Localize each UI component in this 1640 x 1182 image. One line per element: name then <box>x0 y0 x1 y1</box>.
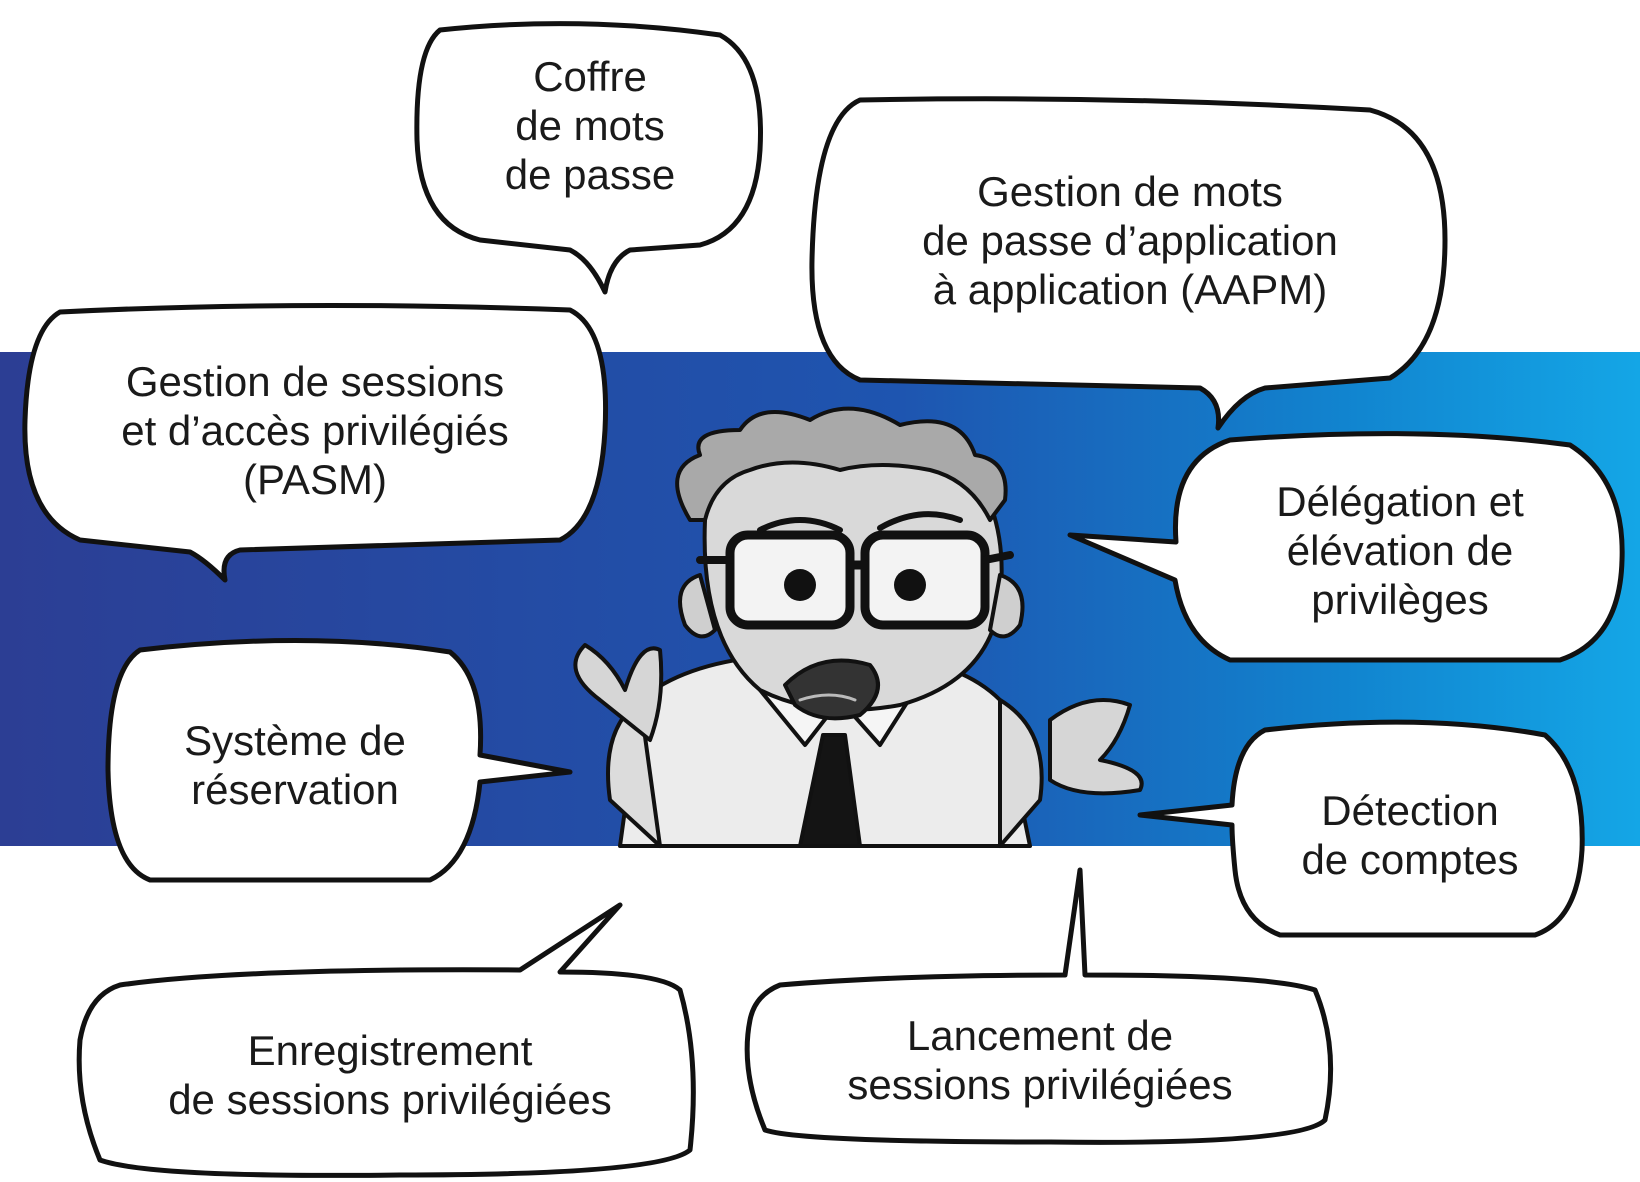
bubble-aapm: Gestion de mots de passe d’application à… <box>830 155 1430 325</box>
bubble-recording: Enregistrement de sessions privilégiées <box>95 990 685 1160</box>
bubble-reservation-text: Système de réservation <box>184 717 406 813</box>
bubble-delegation: Délégation et élévation de privilèges <box>1190 455 1610 645</box>
bubble-pasm-text: Gestion de sessions et d’accès privilégi… <box>121 357 509 503</box>
bubble-delegation-text: Délégation et élévation de privilèges <box>1276 477 1524 623</box>
bubble-discovery: Détection de comptes <box>1245 750 1575 920</box>
bubble-reservation: Système de réservation <box>115 670 475 860</box>
bubble-password-vault-shape <box>414 21 763 295</box>
bubble-recording-shape <box>76 902 696 1178</box>
bubble-discovery-shape <box>1137 719 1585 938</box>
bubble-launch-shape <box>744 867 1334 1145</box>
bubble-aapm-shape <box>809 96 1448 431</box>
bubble-launch: Lancement de sessions privilégiées <box>760 990 1320 1130</box>
bubble-recording-text: Enregistrement de sessions privilégiées <box>168 1027 612 1123</box>
bubble-aapm-text: Gestion de mots de passe d’application à… <box>922 167 1338 313</box>
bubble-pasm: Gestion de sessions et d’accès privilégi… <box>40 340 590 520</box>
bubble-password-vault: Coffre de mots de passe <box>430 45 750 205</box>
worried-man-illustration <box>573 406 1144 848</box>
bubble-reservation-shape <box>105 638 573 883</box>
bubble-launch-text: Lancement de sessions privilégiées <box>847 1012 1233 1108</box>
bubble-discovery-text: Détection de comptes <box>1301 787 1519 883</box>
bubble-password-vault-text: Coffre de mots de passe <box>504 52 676 198</box>
bubble-pasm-shape <box>22 302 609 583</box>
bubble-delegation-shape <box>1067 431 1625 663</box>
